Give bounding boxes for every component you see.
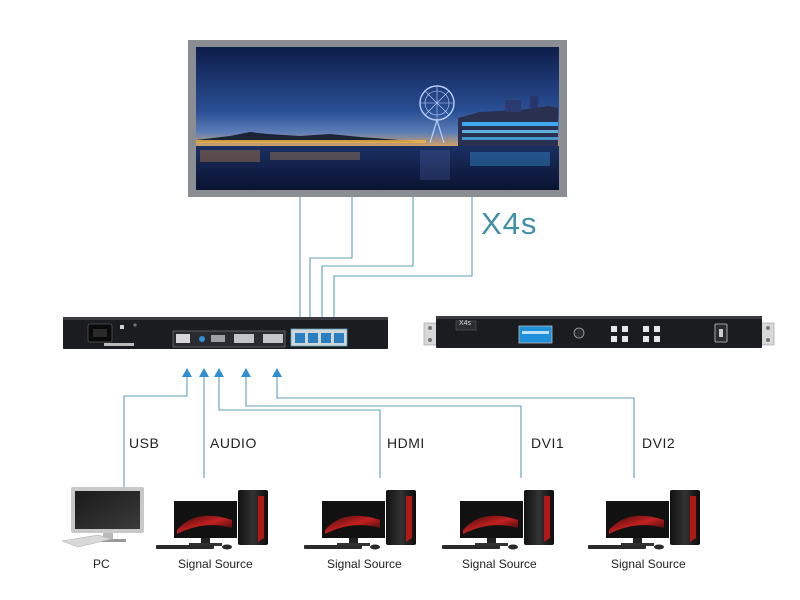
front-panel-badge: X4s (459, 320, 471, 327)
device-label-source-1: Signal Source (178, 557, 253, 571)
usb-port (176, 334, 190, 343)
port-label-hdmi: HDMI (387, 435, 425, 451)
port-label-dvi1: DVI1 (531, 435, 564, 451)
audio-port (199, 336, 205, 342)
lcd-screen (519, 326, 552, 343)
controller-front-panel (424, 316, 774, 348)
model-label: X4s (481, 206, 537, 242)
pc-monitor-icon (62, 487, 144, 547)
input-arrows (182, 368, 282, 377)
source-cables (124, 372, 634, 487)
device-label-source-2: Signal Source (327, 557, 402, 571)
device-label-pc: PC (93, 557, 110, 571)
led-display (188, 40, 567, 197)
port-label-dvi2: DVI2 (642, 435, 675, 451)
knob (574, 328, 584, 338)
controller-rear-panel (63, 317, 388, 349)
device-label-source-4: Signal Source (611, 557, 686, 571)
dvi2-port (263, 334, 283, 343)
hdmi-port (211, 335, 225, 342)
port-label-usb: USB (129, 435, 159, 451)
port-label-audio: AUDIO (210, 435, 257, 451)
dvi1-port (234, 334, 254, 343)
display-cables (300, 197, 472, 330)
device-label-source-3: Signal Source (462, 557, 537, 571)
